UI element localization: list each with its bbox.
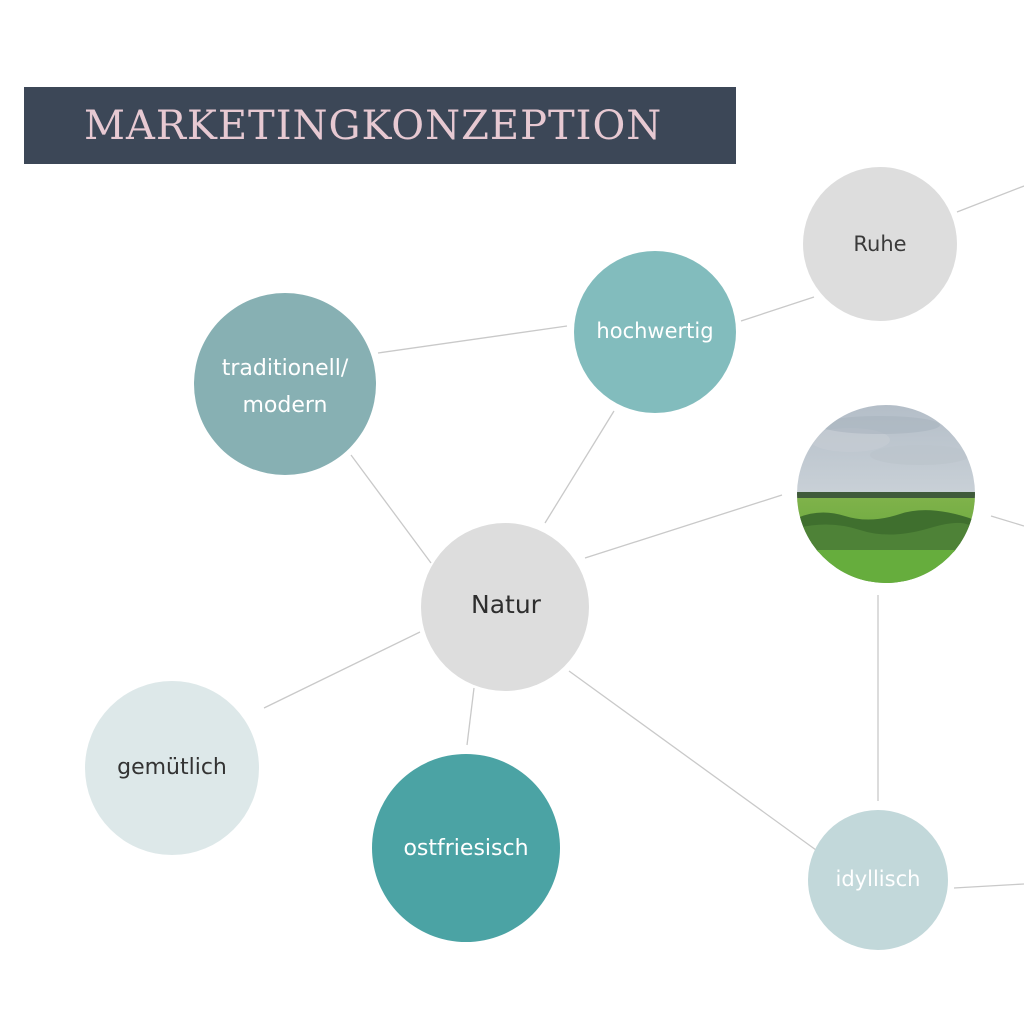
node-idyllisch-label: idyllisch	[836, 867, 921, 891]
edge-natur-photo	[584, 494, 783, 559]
node-natur-label: Natur	[471, 590, 542, 619]
node-idyllisch[interactable]: idyllisch	[808, 810, 948, 950]
edge-natur-ostfriesisch	[466, 687, 475, 746]
edge-natur-gemuetlich	[263, 631, 421, 709]
node-natur[interactable]: Natur	[421, 523, 589, 691]
node-traditionell-label-line1: traditionell/	[222, 356, 349, 381]
edge-photo-offscreen	[990, 515, 1024, 527]
node-landscape-photo[interactable]	[797, 405, 975, 583]
edge-idyllisch-offscreen	[953, 883, 1024, 889]
node-ruhe-label: Ruhe	[853, 232, 906, 256]
node-hochwertig[interactable]: hochwertig	[574, 251, 736, 413]
edge-traditionell-hochwertig	[377, 325, 568, 354]
node-ostfriesisch-label: ostfriesisch	[403, 836, 528, 861]
node-gemuetlich-label: gemütlich	[117, 755, 227, 780]
page-title: MARKETINGKONZEPTION	[84, 102, 663, 149]
landscape-photo-icon	[797, 405, 975, 583]
edge-ruhe-offscreen	[956, 185, 1024, 213]
edge-hochwertig-natur	[544, 410, 615, 524]
node-ruhe[interactable]: Ruhe	[803, 167, 957, 321]
edge-natur-idyllisch	[568, 670, 817, 851]
node-hochwertig-label: hochwertig	[596, 319, 713, 343]
edges	[263, 185, 1024, 889]
node-traditionell-label-line2: modern	[243, 393, 328, 418]
node-ostfriesisch[interactable]: ostfriesisch	[372, 754, 560, 942]
title-banner: MARKETINGKONZEPTION	[24, 87, 736, 164]
edge-traditionell-natur	[350, 454, 432, 564]
node-gemuetlich[interactable]: gemütlich	[85, 681, 259, 855]
edge-hochwertig-ruhe	[740, 296, 815, 322]
node-traditionell-modern[interactable]: traditionell/ modern	[194, 293, 376, 475]
